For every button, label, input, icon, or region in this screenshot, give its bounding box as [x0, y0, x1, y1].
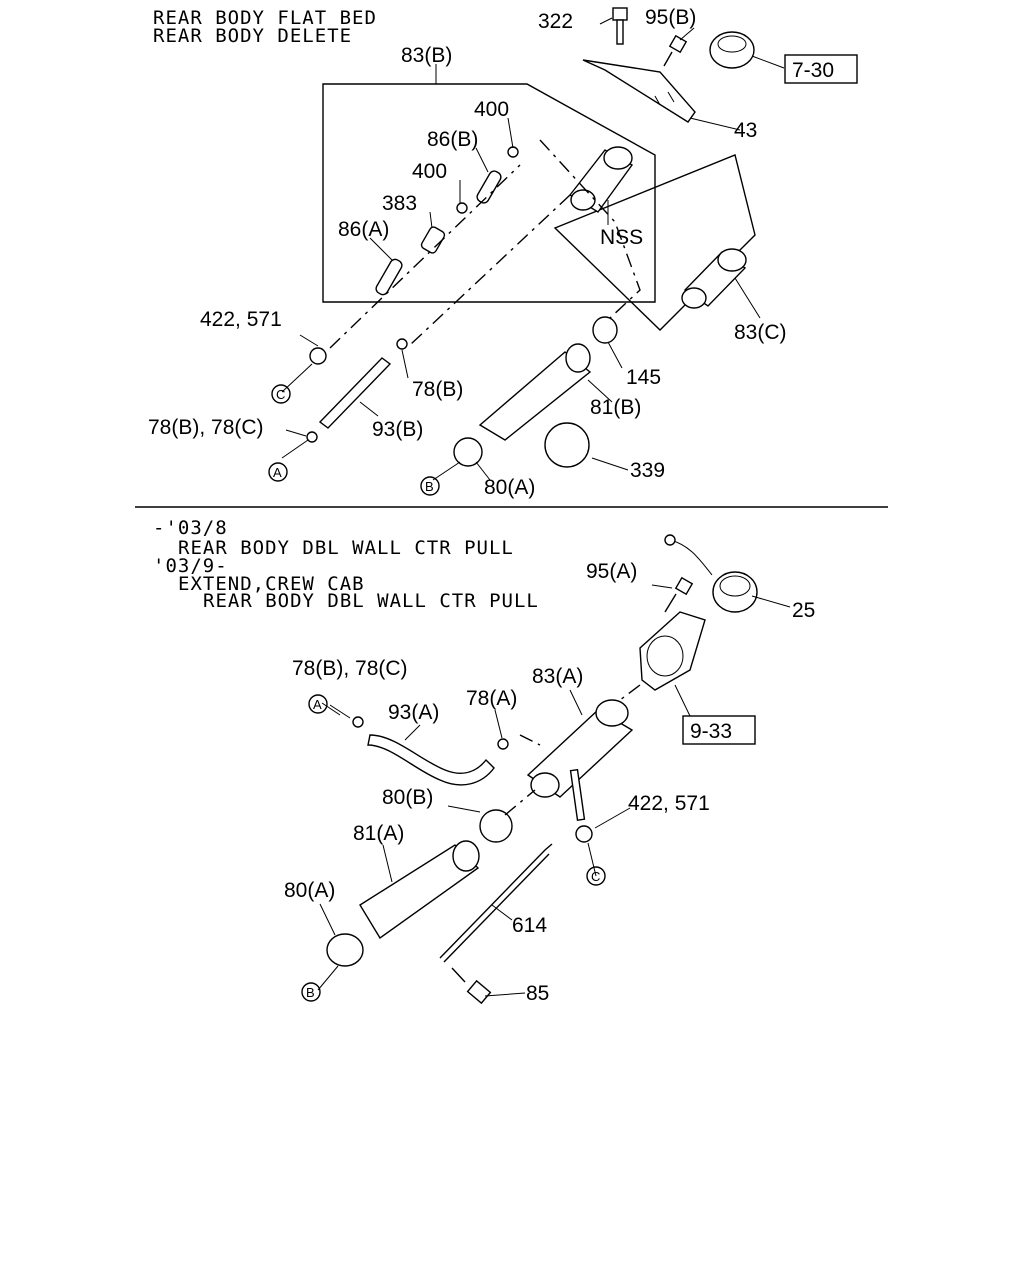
lower-header-line-5: REAR BODY DBL WALL CTR PULL: [203, 590, 539, 612]
svg-text:B: B: [425, 479, 434, 494]
clip-78b-78c: [306, 431, 318, 443]
valve-383: [420, 226, 446, 254]
label-80b: 80(B): [382, 786, 433, 809]
label-145: 145: [626, 366, 661, 389]
upper-section: REAR BODY FLAT BED REAR BODY DELETE: [148, 6, 858, 499]
label-80a-lower: 80(A): [284, 879, 335, 902]
callout-a-lower: A: [308, 694, 328, 714]
label-78a: 78(A): [466, 687, 517, 710]
label-383: 383: [382, 192, 417, 215]
hose-86a: [375, 258, 403, 296]
label-83b: 83(B): [401, 44, 452, 67]
lower-alignment-lines: [504, 684, 641, 816]
svg-text:A: A: [313, 697, 322, 712]
filler-cap-25: [664, 534, 758, 613]
ref-box-9-33: [682, 715, 756, 745]
filler-neck-83a: [526, 699, 634, 821]
label-322: 322: [538, 10, 573, 33]
callout-c-upper: C: [271, 384, 291, 404]
callout-b-upper: B: [420, 476, 440, 496]
callout-c-lower: C: [586, 866, 606, 886]
bracket-43-holes: [654, 91, 675, 106]
lower-header-line-3: '03/9-: [153, 555, 228, 577]
label-95a: 95(A): [586, 560, 637, 583]
callout-b-lower: B: [301, 982, 321, 1002]
lower-header-line-2: REAR BODY DBL WALL CTR PULL: [178, 537, 514, 559]
clip-400-lower: [456, 202, 468, 214]
callout-a-upper: A: [268, 462, 288, 482]
label-ref-7-30: 7-30: [792, 59, 834, 82]
label-614: 614: [512, 914, 547, 937]
grommet-422-571-lower: [575, 825, 593, 843]
label-95b: 95(B): [645, 6, 696, 29]
upper-alignment-lines: [329, 139, 641, 349]
label-81a: 81(A): [353, 822, 404, 845]
label-93a: 93(A): [388, 701, 439, 724]
filler-cap-7-30: [709, 31, 755, 69]
label-78b-78c: 78(B), 78(C): [148, 416, 264, 439]
bolt-322: [612, 7, 628, 45]
breather-hose-93b: [318, 357, 392, 429]
assembly-83b-outline: [322, 83, 656, 303]
label-ref-9-33: 9-33: [690, 720, 732, 743]
svg-text:B: B: [306, 985, 315, 1000]
label-86a: 86(A): [338, 218, 389, 241]
label-400-lower: 400: [412, 160, 447, 183]
bracket-43: [582, 59, 696, 123]
breather-hose-93a: [367, 734, 495, 786]
filler-neck-nss: [568, 146, 634, 213]
clamp-80a: [453, 437, 483, 467]
label-85: 85: [526, 982, 549, 1005]
lower-header-line-1: -'03/8: [153, 517, 228, 539]
clip-400-upper: [507, 146, 519, 158]
label-400-upper: 400: [474, 98, 509, 121]
filler-hose-81b-end: [565, 343, 591, 373]
filler-hose-81a: [359, 844, 480, 940]
svg-text:C: C: [276, 387, 285, 402]
label-80a-upper: 80(A): [484, 476, 535, 499]
clip-78b: [396, 338, 408, 350]
svg-text:C: C: [591, 869, 600, 884]
bolt-95a: [664, 576, 694, 613]
label-25: 25: [792, 599, 815, 622]
label-83a: 83(A): [532, 665, 583, 688]
upper-leader-lines: [281, 17, 785, 481]
label-nss: NSS: [600, 226, 643, 249]
clip-78b-78c-lower: [352, 716, 364, 728]
ground-strap-614: [439, 843, 553, 959]
label-43: 43: [734, 119, 757, 142]
grommet-422-571: [309, 347, 327, 365]
filler-hose-81a-end: [452, 840, 480, 872]
label-83c: 83(C): [734, 321, 787, 344]
ref-box-7-30: [784, 54, 858, 84]
clamp-80a-lower: [326, 933, 364, 967]
label-422-571-lower: 422, 571: [628, 792, 710, 815]
filler-housing-9-33: [639, 611, 706, 691]
upper-header-line-1: REAR BODY FLAT BED: [153, 7, 377, 29]
label-339: 339: [630, 459, 665, 482]
clamp-145: [592, 316, 618, 344]
label-78b: 78(B): [412, 378, 463, 401]
lower-leader-lines: [317, 584, 791, 997]
hose-86b: [476, 170, 502, 204]
bolt-95b: [663, 34, 688, 67]
label-78b-78c-lower: 78(B), 78(C): [292, 657, 408, 680]
clamp-80b: [479, 809, 513, 843]
filler-neck-83c: [681, 248, 747, 309]
lower-header-line-4: EXTEND,CREW CAB: [178, 573, 365, 595]
clip-78a: [497, 738, 509, 750]
assembly-83c-outline: [553, 154, 756, 331]
filler-hose-81b: [478, 351, 592, 441]
label-86b: 86(B): [427, 128, 478, 151]
label-81b: 81(B): [590, 396, 641, 419]
bolt-85: [451, 967, 492, 1005]
label-422-571: 422, 571: [200, 308, 282, 331]
svg-text:A: A: [273, 465, 282, 480]
lower-section: -'03/8 REAR BODY DBL WALL CTR PULL '03/9…: [153, 517, 815, 1005]
upper-header-line-2: REAR BODY DELETE: [153, 25, 352, 47]
label-93b: 93(B): [372, 418, 423, 441]
band-339: [544, 422, 590, 468]
